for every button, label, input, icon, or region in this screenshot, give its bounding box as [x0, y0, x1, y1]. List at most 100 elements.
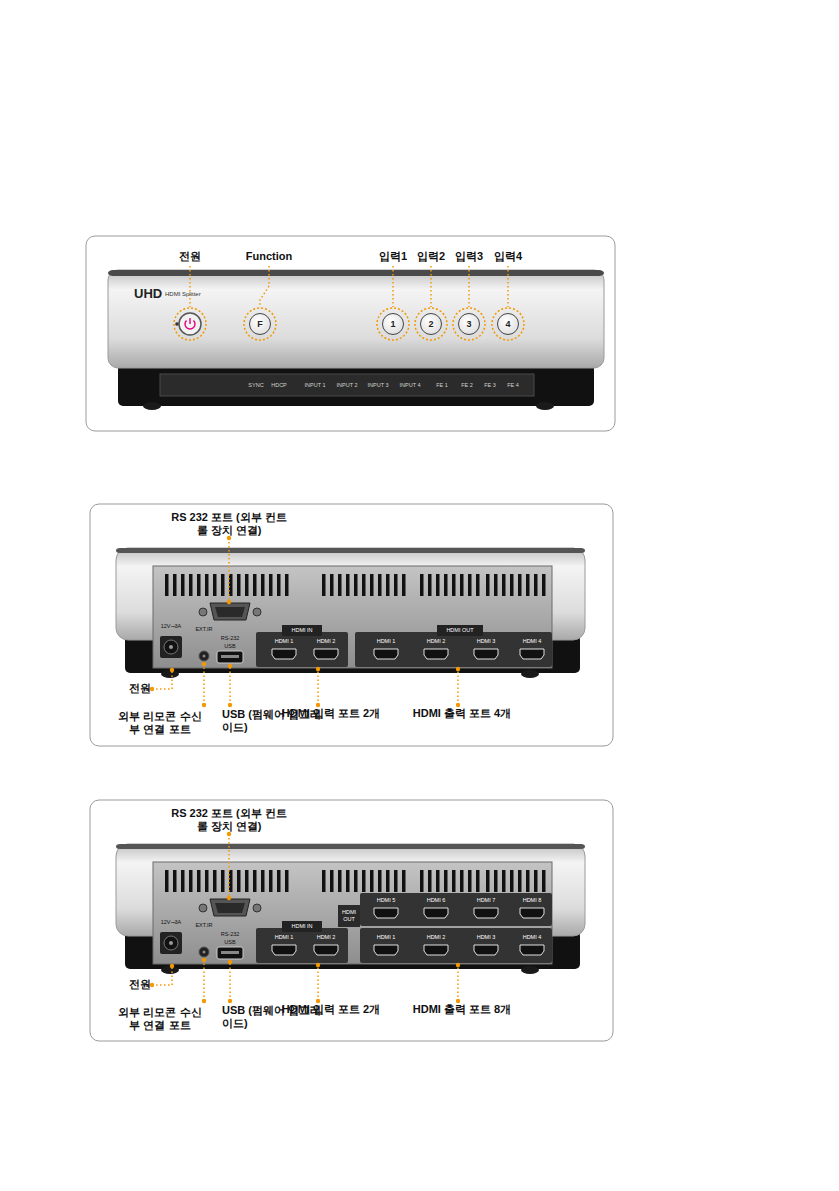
vent-slot: [378, 870, 382, 892]
hdmi-port: [520, 908, 544, 918]
vent-slot: [534, 870, 538, 892]
panel-marking: HDMI 2: [427, 934, 446, 941]
leader-dot: [170, 964, 174, 968]
power-jack: [164, 936, 178, 950]
vent-slot: [205, 870, 209, 892]
leader-dot: [202, 999, 206, 1003]
vent-slot: [197, 574, 201, 596]
panel-marking: HDMI OUT: [339, 909, 359, 922]
panel-marking: FE 3: [484, 382, 496, 389]
leader-line: [457, 669, 459, 705]
callout-label: UHD: [134, 286, 162, 302]
ir-jack: [199, 651, 209, 661]
vent-slot: [205, 574, 209, 596]
hdmi-port: [314, 649, 338, 659]
ir-jack: [199, 947, 209, 957]
port-group-tab: [282, 625, 322, 636]
device-foot: [521, 670, 539, 678]
vent-slot: [510, 574, 514, 596]
usb-port: [221, 951, 239, 954]
panel-marking: HDMI OUT: [446, 627, 473, 634]
leader-dot: [227, 600, 231, 604]
vent-slot: [420, 574, 424, 596]
callout-ring: [377, 308, 409, 340]
vent-slot: [346, 870, 350, 892]
vent-slot: [386, 574, 390, 596]
panel-marking: SYNC: [248, 382, 263, 389]
callout-label: 입력3: [455, 250, 483, 263]
vent-slot: [338, 870, 342, 892]
callout-label: RS 232 포트 (외부 컨트롤 장치 연결): [166, 511, 292, 537]
hdmi-port: [272, 945, 296, 955]
vent-slot: [330, 574, 334, 596]
vent-slot: [237, 574, 241, 596]
db9-screw: [199, 904, 207, 912]
callout-label: HDMI 출력 포트 8개: [413, 1003, 511, 1016]
port-group-tab: [282, 921, 322, 932]
vent-slot: [165, 870, 169, 892]
vent-slot: [518, 574, 522, 596]
callout-label: 전원: [129, 978, 151, 991]
leader-line: [468, 266, 470, 307]
vent-slot: [253, 870, 257, 892]
ir-jack: [203, 951, 206, 954]
vent-slot: [386, 870, 390, 892]
vent-slot: [542, 574, 546, 596]
panel-marking: FE 1: [436, 382, 448, 389]
vent-slot: [213, 574, 217, 596]
panel-marking: HDMI 7: [477, 897, 496, 904]
device-foot: [143, 402, 161, 410]
vent-slot: [330, 870, 334, 892]
leader-line: [317, 669, 319, 705]
panel-marking: USB: [224, 939, 235, 946]
panel-marking: HDMI 1: [377, 934, 396, 941]
panel-marking: INPUT 2: [337, 382, 358, 389]
leader-dot: [170, 668, 174, 672]
hdmi-port: [424, 649, 448, 659]
vent-slot: [229, 574, 233, 596]
vent-slot: [526, 574, 530, 596]
leader-dot: [456, 963, 460, 967]
vent-slot: [261, 870, 265, 892]
vent-slot: [322, 574, 326, 596]
vent-slot: [346, 574, 350, 596]
vent-slot: [476, 574, 480, 596]
vent-slot: [338, 574, 342, 596]
port-group: [360, 893, 552, 926]
rear-face: [153, 566, 552, 668]
usb-port: [217, 947, 243, 959]
vent-slot: [197, 870, 201, 892]
panel-marking: HDMI 2: [317, 638, 336, 645]
panel-marking: 12V⎓3A: [161, 919, 182, 926]
hdmi-port: [520, 945, 544, 955]
power-jack: [160, 636, 182, 658]
panel-marking: INPUT 3: [368, 382, 389, 389]
callout-label: 입력2: [417, 250, 445, 263]
vent-slot: [354, 574, 358, 596]
vent-slot: [378, 574, 382, 596]
panel-frame: [90, 800, 613, 1041]
leader-line: [317, 965, 319, 1001]
panel-marking: HDMI 3: [477, 638, 496, 645]
port-group-tab: [437, 625, 483, 636]
leader-line: [152, 966, 172, 985]
vent-slot: [402, 870, 406, 892]
vent-slot: [444, 574, 448, 596]
port-group: [256, 632, 348, 667]
vent-slot: [285, 870, 289, 892]
panel-marking: 12V⎓3A: [161, 623, 182, 630]
leader-line: [203, 664, 205, 705]
panel-marking: FE 4: [507, 382, 519, 389]
panel-marking: USB: [224, 643, 235, 650]
hdmi-port: [520, 649, 544, 659]
power-symbol: [189, 318, 190, 324]
device-base: [118, 362, 594, 406]
leader-dot: [316, 667, 320, 671]
button-label: 4: [505, 320, 510, 329]
port-group: [360, 928, 552, 963]
vent-slot: [534, 574, 538, 596]
leader-line: [507, 266, 509, 307]
panel-marking: INPUT 4: [400, 382, 421, 389]
panel-marking: RS-232: [221, 931, 240, 938]
vent-slot: [370, 870, 374, 892]
